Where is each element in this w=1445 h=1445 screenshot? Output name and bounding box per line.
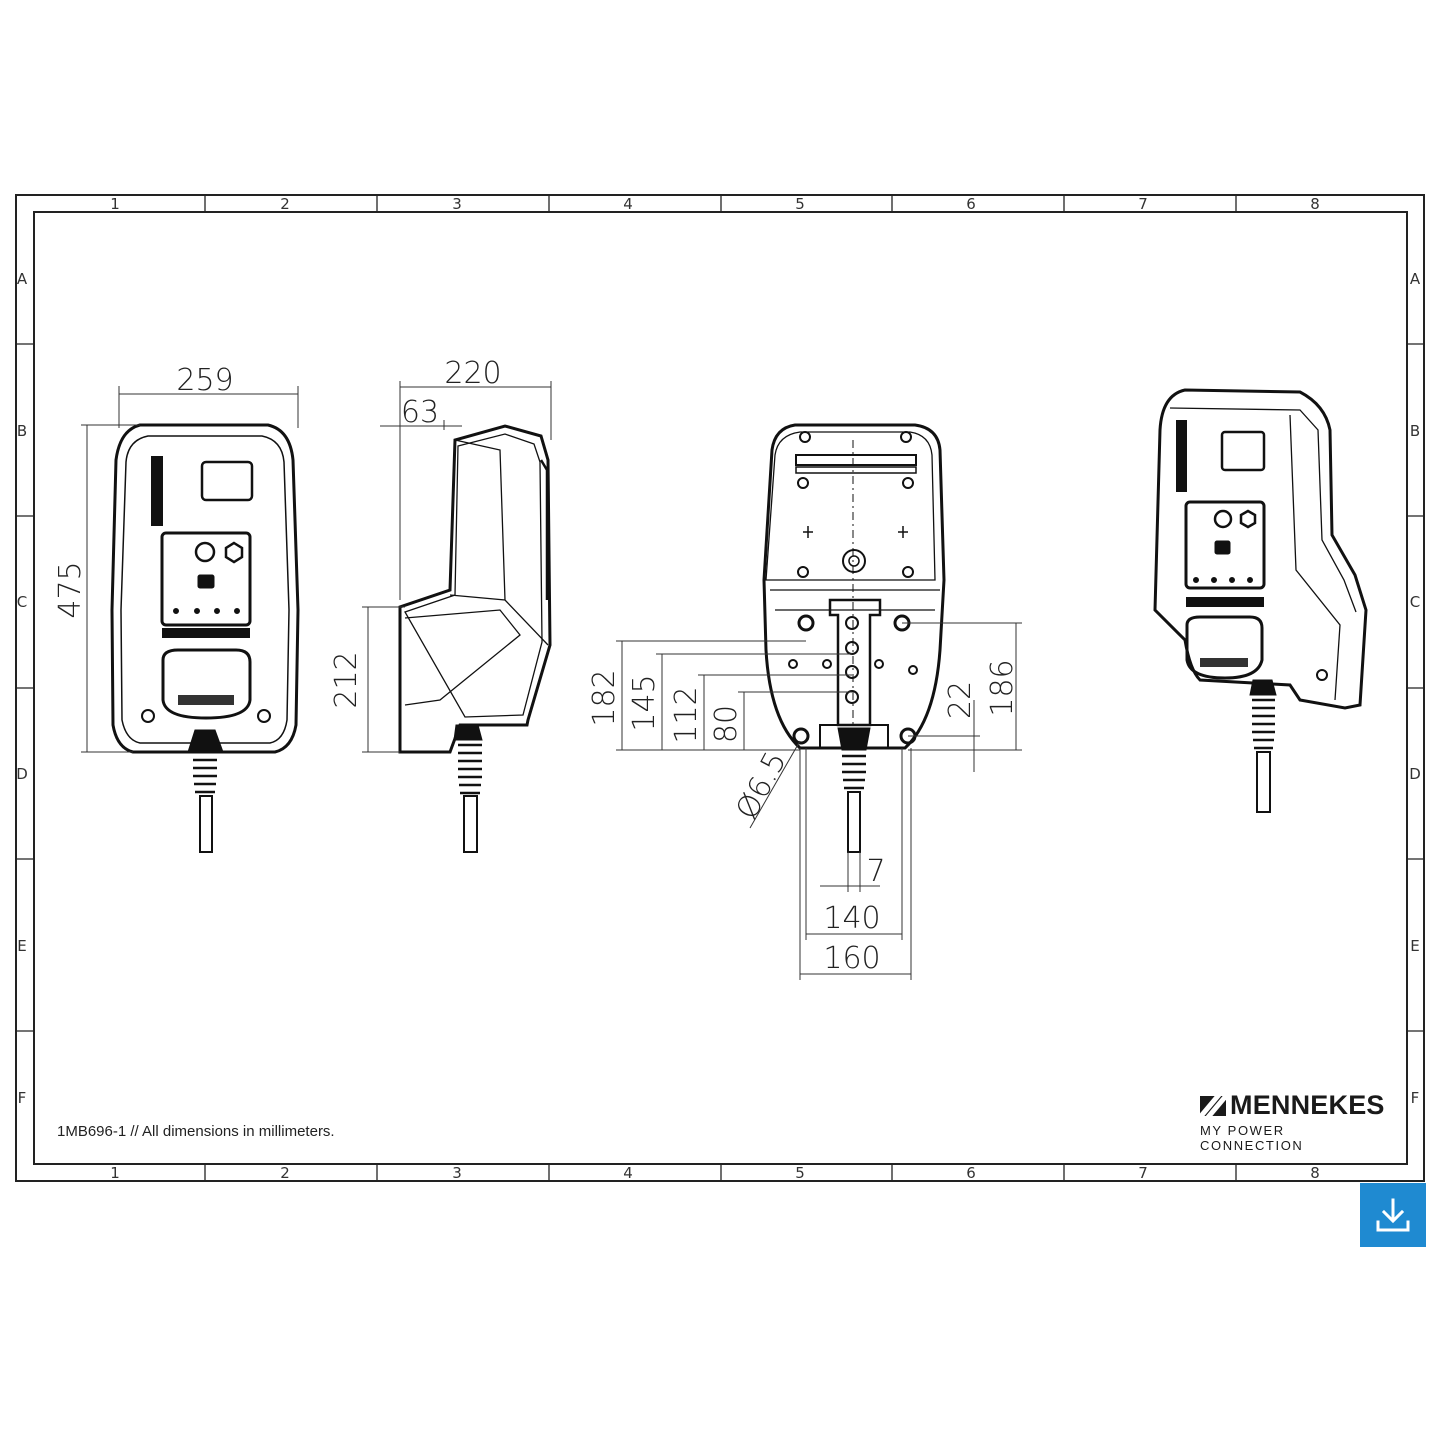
col-label-5-bottom: 5 bbox=[795, 1164, 805, 1182]
col-label-2-bottom: 2 bbox=[280, 1164, 290, 1182]
dim-rear-186: 186 bbox=[985, 659, 1020, 716]
dim-rear-112: 112 bbox=[669, 686, 704, 743]
row-label-e: E bbox=[17, 937, 26, 955]
col-label-4: 4 bbox=[623, 195, 633, 213]
row-labels-right: A B C D E F bbox=[1409, 270, 1421, 1107]
rear-dimensions bbox=[616, 622, 1022, 980]
dim-rear-22: 22 bbox=[943, 681, 978, 719]
col-label-2: 2 bbox=[280, 195, 290, 213]
column-labels-bottom: 1 2 3 4 5 6 7 8 bbox=[110, 1164, 1320, 1182]
dim-rear-182: 182 bbox=[587, 669, 622, 726]
row-label-c: C bbox=[17, 593, 27, 611]
col-label-7-bottom: 7 bbox=[1138, 1164, 1148, 1182]
drawing-note: 1MB696-1 // All dimensions in millimeter… bbox=[57, 1123, 335, 1140]
brand-name: MENNEKES bbox=[1230, 1090, 1385, 1120]
row-label-b-right: B bbox=[1410, 422, 1420, 440]
col-label-5: 5 bbox=[795, 195, 805, 213]
row-label-b: B bbox=[17, 422, 27, 440]
row-label-e-right: E bbox=[1410, 937, 1419, 955]
col-label-7: 7 bbox=[1138, 195, 1148, 213]
row-label-c-right: C bbox=[1410, 593, 1420, 611]
row-label-a-right: A bbox=[1410, 270, 1421, 288]
row-labels-left: A B C D E F bbox=[16, 270, 28, 1107]
dim-rear-145: 145 bbox=[627, 674, 662, 731]
mennekes-logo-icon bbox=[1200, 1095, 1226, 1116]
download-icon bbox=[1376, 1198, 1410, 1232]
col-label-1-bottom: 1 bbox=[110, 1164, 120, 1182]
brand-tagline: MY POWER CONNECTION bbox=[1200, 1123, 1304, 1153]
rear-view bbox=[762, 423, 946, 853]
brand-block: MENNEKES MY POWER CONNECTION bbox=[1200, 1090, 1385, 1153]
column-labels-top: 1 2 3 4 5 6 7 8 bbox=[110, 195, 1320, 213]
front-dimensions bbox=[81, 386, 299, 753]
front-view bbox=[110, 423, 300, 853]
dim-front-height: 475 bbox=[53, 561, 88, 618]
row-label-f-right: F bbox=[1411, 1089, 1420, 1107]
dim-side-offset: 63 bbox=[401, 395, 439, 430]
side-dimensions bbox=[362, 381, 552, 753]
perspective-view bbox=[1153, 388, 1368, 813]
dim-side-lower: 212 bbox=[329, 651, 364, 708]
dim-rear-160: 160 bbox=[823, 941, 880, 976]
col-label-8-bottom: 8 bbox=[1310, 1164, 1320, 1182]
col-label-4-bottom: 4 bbox=[623, 1164, 633, 1182]
row-label-a: A bbox=[17, 270, 28, 288]
dim-front-width: 259 bbox=[176, 363, 233, 398]
brand-logo-wordmark: MENNEKES bbox=[1200, 1090, 1385, 1121]
col-label-6: 6 bbox=[966, 195, 976, 213]
col-label-8: 8 bbox=[1310, 195, 1320, 213]
dim-side-depth: 220 bbox=[444, 356, 501, 391]
dim-rear-7: 7 bbox=[866, 854, 885, 889]
col-label-1: 1 bbox=[110, 195, 120, 213]
download-button[interactable] bbox=[1360, 1183, 1426, 1247]
row-label-f: F bbox=[18, 1089, 27, 1107]
row-label-d-right: D bbox=[1409, 765, 1421, 783]
dim-rear-hole: Ø6.5 bbox=[729, 746, 793, 825]
col-label-6-bottom: 6 bbox=[966, 1164, 976, 1182]
row-label-d: D bbox=[16, 765, 28, 783]
col-label-3-bottom: 3 bbox=[452, 1164, 462, 1182]
side-view bbox=[398, 424, 552, 853]
dim-rear-140: 140 bbox=[823, 901, 880, 936]
col-label-3: 3 bbox=[452, 195, 462, 213]
drawing-frame bbox=[15, 194, 1425, 1182]
dim-rear-80: 80 bbox=[709, 705, 744, 743]
